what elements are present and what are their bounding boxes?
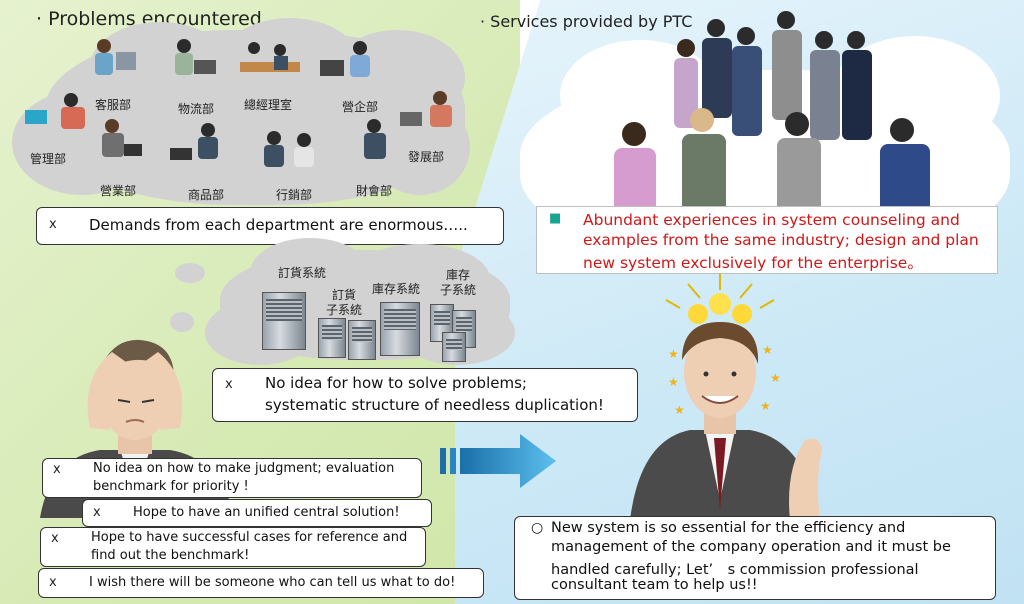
server-icon [262,292,306,350]
server-icon [348,320,376,360]
dept-label: 財會部 [356,184,393,198]
problems-title: · Problems encountered [36,8,262,30]
dept-label: 客服部 [95,98,132,112]
dept-label: 行銷部 [276,188,313,202]
right-arrow-icon [440,434,556,488]
services-text-line1: Abundant experiences in system counselin… [583,211,960,229]
dept-label: 總經理室 [244,98,293,112]
issue-text-line1: No idea on how to make judgment; evaluat… [93,461,395,476]
issue-box: x Hope to have an unified central soluti… [82,499,432,527]
x-marker: x [49,217,57,232]
solve-problems-box: x No idea for how to solve problems; sys… [212,368,638,422]
system-label: 訂貨系統 [278,266,327,280]
svg-text:★: ★ [668,347,679,361]
services-box: ■ Abundant experiences in system counsel… [536,206,998,274]
system-label: 庫存系統 [372,282,421,296]
dept-label: 發展部 [408,150,445,164]
inspired-man-illustration: ★ ★ ★ ★ ★ ★ [630,274,822,520]
x-marker: x [51,531,59,546]
conclusion-text-line1: New system is so essential for the effic… [551,520,906,536]
dept-label: 物流部 [178,102,215,116]
system-label: 訂貨 子系統 [326,288,363,317]
x-marker: x [225,377,233,392]
dept-label: 營業部 [100,184,137,198]
conclusion-text-line2: management of the company operation and … [551,539,951,555]
svg-text:★: ★ [668,375,679,389]
svg-text:★: ★ [760,399,771,413]
issue-text-line1: Hope to have an unified central solution… [133,505,400,520]
svg-text:★: ★ [762,343,773,357]
solve-text-line2: systematic structure of needless duplica… [265,396,604,414]
demands-box: x Demands from each department are enorm… [36,207,504,245]
x-marker: x [93,505,101,520]
x-marker: x [53,462,61,477]
svg-text:★: ★ [674,403,685,417]
dept-label: 營企部 [342,100,379,114]
dept-label: 商品部 [188,188,225,202]
services-text-line2: examples from the same industry; design … [583,231,979,249]
x-marker: x [49,575,57,590]
square-marker-icon: ■ [549,211,562,226]
issue-text-line2: benchmark for priority ! [93,479,249,494]
services-text-line3: new system exclusively for the enterpris… [583,254,923,272]
consultant-team-illustration [614,11,930,208]
demands-text: Demands from each department are enormou… [89,216,468,234]
issue-box: x No idea on how to make judgment; evalu… [42,458,422,498]
conclusion-text-line4: consultant team to help us!! [551,577,758,593]
issue-text-line1: Hope to have successful cases for refere… [91,530,408,545]
svg-text:★: ★ [770,371,781,385]
issue-box: x I wish there will be someone who can t… [38,568,484,598]
conclusion-text-line3: handled carefully; Let’ s commission pro… [551,562,919,578]
services-title: · Services provided by PTC [480,12,693,31]
dept-label: 管理部 [30,152,67,166]
circle-marker-icon: ○ [531,520,544,536]
server-icon [380,302,420,356]
conclusion-box: ○ New system is so essential for the eff… [514,516,996,600]
system-label: 庫存 子系統 [440,268,477,297]
issue-text-line1: I wish there will be someone who can tel… [89,575,456,590]
department-workers-illustration [25,39,452,167]
server-icon [442,332,466,362]
issue-text-line2: find out the benchmark! [91,548,250,563]
solve-text-line1: No idea for how to solve problems; [265,374,527,392]
issue-box: x Hope to have successful cases for refe… [40,527,426,567]
server-icon [318,318,346,358]
